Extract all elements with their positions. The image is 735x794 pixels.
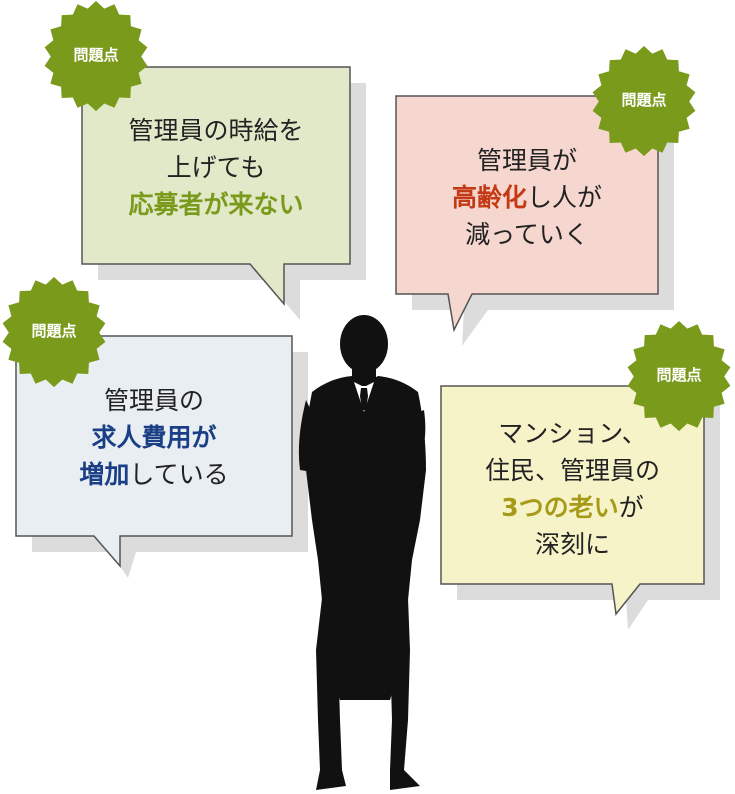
speech-bubble-wage — [81, 66, 366, 320]
cost-line-1: 管理員の — [103, 386, 204, 415]
triple-line-1: マンション、 — [498, 419, 647, 448]
bubble-text-cost: 管理員の 求人費用が 増加している — [16, 382, 292, 493]
badge-label-aging: 問題点 — [621, 91, 667, 109]
wage-line-3: 応募者が来ない — [128, 190, 304, 219]
speech-bubble-triple — [440, 385, 720, 630]
cost-line-2: 求人費用が — [91, 423, 217, 452]
cost-line-3-rest: している — [129, 460, 229, 489]
wage-line-1: 管理員の時給を — [128, 116, 304, 145]
businessman-silhouette-icon — [298, 315, 426, 790]
aging-line-1: 管理員が — [476, 146, 577, 175]
triple-line-4: 深刻に — [534, 530, 610, 559]
triple-highlight: 3つの老い — [501, 493, 619, 522]
aging-line-2-rest: し人が — [527, 183, 603, 212]
bubble-text-triple: マンション、 住民、管理員の 3つの老いが 深刻に — [441, 415, 704, 563]
badge-label-wage: 問題点 — [73, 46, 119, 64]
triple-line-3-rest: が — [618, 493, 644, 522]
badge-label-cost: 問題点 — [31, 322, 77, 340]
aging-highlight: 高齢化 — [451, 183, 527, 212]
speech-bubble-aging — [395, 95, 674, 346]
aging-line-3: 減っていく — [465, 220, 589, 249]
triple-line-3: 3つの老いが — [441, 489, 704, 526]
bubble-text-aging: 管理員が 高齢化し人が 減っていく — [396, 142, 658, 253]
bubble-text-wage: 管理員の時給を 上げても 応募者が来ない — [82, 112, 350, 223]
speech-bubble-cost — [15, 335, 308, 578]
shirt-tie-icon — [354, 382, 374, 412]
cost-line-3: 増加している — [16, 456, 292, 493]
problem-badge-green — [44, 1, 148, 112]
triple-line-2: 住民、管理員の — [484, 456, 660, 485]
wage-line-2: 上げても — [166, 153, 266, 182]
aging-line-2: 高齢化し人が — [396, 179, 658, 216]
badge-label-triple: 問題点 — [656, 366, 702, 384]
cost-highlight: 増加 — [79, 460, 130, 489]
